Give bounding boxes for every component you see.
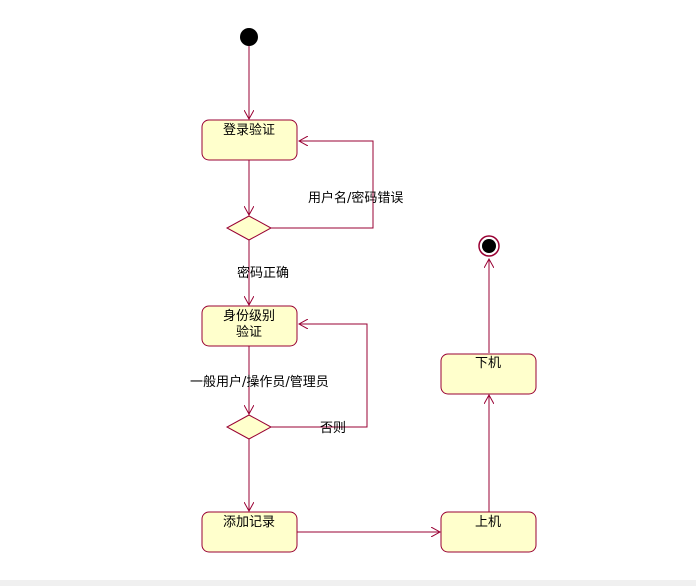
label-login-error: 用户名/密码错误 [308, 190, 403, 206]
state-login-verify-label: 登录验证 [223, 122, 275, 138]
state-add-record-label: 添加记录 [223, 515, 275, 530]
state-power-on-label: 上机 [475, 515, 501, 530]
state-power-off-label: 下机 [475, 356, 501, 371]
state-identity-verify-label-2: 验证 [236, 324, 262, 340]
state-login-verify [201, 119, 298, 161]
state-identity-verify [201, 305, 298, 347]
label-otherwise: 否则 [320, 421, 346, 436]
label-password-correct: 密码正确 [237, 265, 289, 281]
bottom-strip [0, 580, 696, 586]
state-add-record [201, 511, 298, 553]
edge-otherwise-loop [271, 324, 368, 428]
decision-role [225, 414, 273, 440]
initial-node [240, 28, 258, 46]
state-power-on [440, 511, 537, 553]
decision-login [225, 215, 273, 241]
final-node [482, 239, 496, 253]
state-power-off [440, 353, 537, 395]
label-user-roles: 一般用户/操作员/管理员 [190, 374, 329, 390]
state-identity-verify-label-1: 身份级别 [223, 308, 275, 324]
edge-login-error-loop [271, 141, 374, 229]
